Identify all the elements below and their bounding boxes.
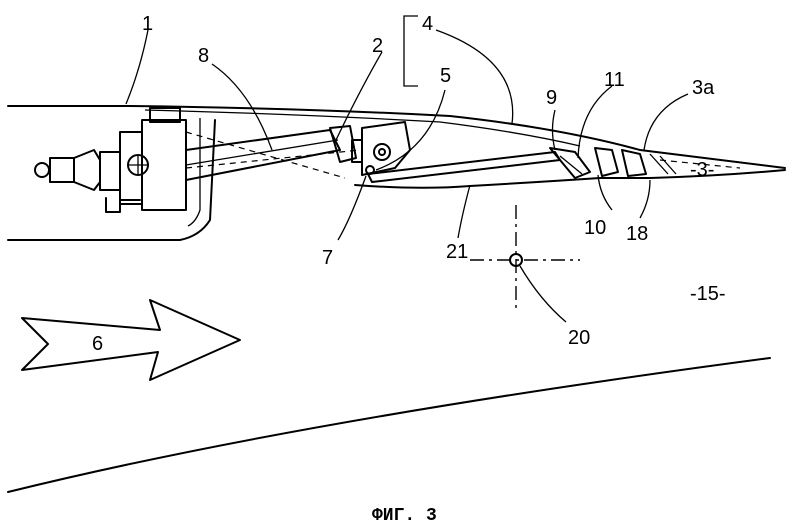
label-11: 11 xyxy=(604,69,625,91)
label-21: 21 xyxy=(446,241,468,263)
label-20: 20 xyxy=(568,327,590,349)
label-3: -3- xyxy=(690,159,714,181)
label-7: 7 xyxy=(322,247,333,269)
label-2: 2 xyxy=(372,35,383,57)
nacelle-skin-inner xyxy=(144,109,581,147)
cowl-lower-contour xyxy=(354,169,786,189)
fixed-structure-inner xyxy=(187,118,201,227)
figure-caption: ФИГ. 3 xyxy=(372,506,437,526)
label-8: 8 xyxy=(198,45,209,67)
label-3a: 3a xyxy=(692,77,715,99)
link-and-deflector xyxy=(367,147,741,183)
label-18: 18 xyxy=(626,223,648,245)
label-2-bracket xyxy=(403,15,418,87)
leader-lines xyxy=(125,29,689,323)
duct-inner-wall xyxy=(7,357,771,493)
label-15: -15- xyxy=(690,283,726,305)
label-10: 10 xyxy=(584,217,606,239)
label-5: 5 xyxy=(440,65,451,87)
rotation-axis-20 xyxy=(470,205,580,310)
nacelle-upper-skin xyxy=(7,105,786,169)
label-9: 9 xyxy=(546,87,557,109)
actuator-jack xyxy=(34,107,363,213)
label-4: 4 xyxy=(422,13,433,35)
pivot-bracket xyxy=(361,121,411,176)
fixed-structure-outline xyxy=(7,119,216,241)
flow-arrow-6 xyxy=(21,299,241,381)
label-6: 6 xyxy=(92,333,103,355)
label-1: 1 xyxy=(142,13,153,35)
